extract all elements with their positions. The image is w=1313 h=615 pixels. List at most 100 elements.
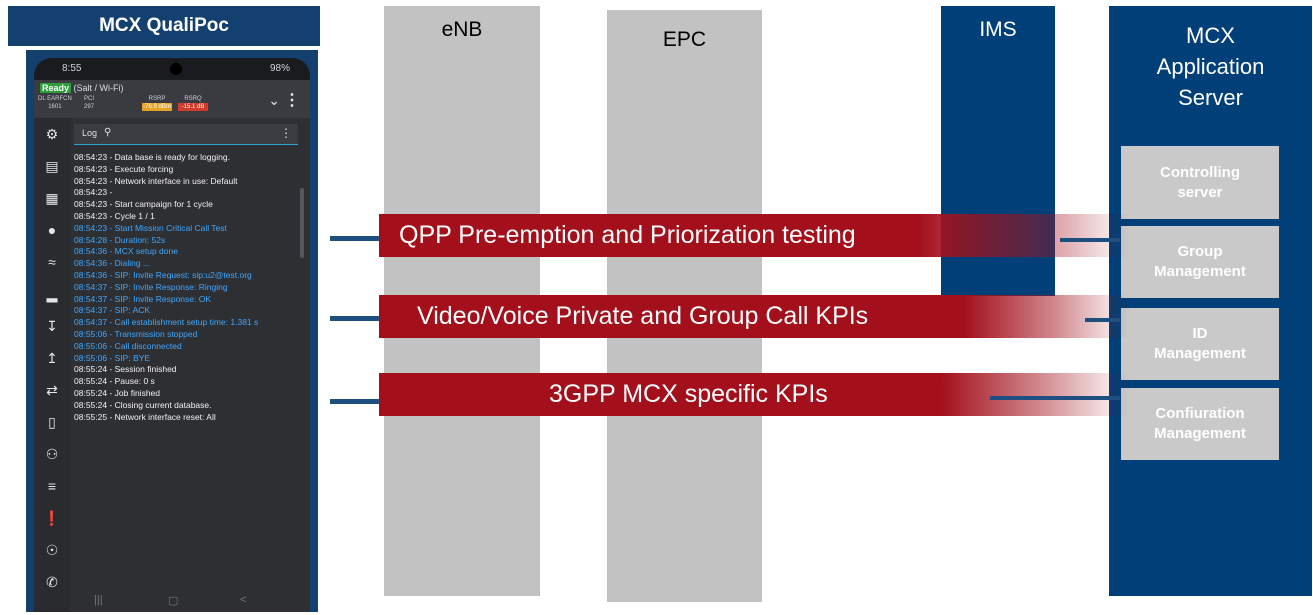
chevron-down-icon[interactable]: ⌄ bbox=[268, 92, 280, 108]
signal-wave-icon[interactable]: ≈ bbox=[48, 254, 56, 270]
log-line: 08:54:37 - SIP: Invite Response: OK bbox=[74, 293, 212, 304]
measurement-pci: PCI 297 bbox=[84, 95, 94, 111]
connector-line bbox=[1085, 318, 1120, 322]
home-icon[interactable]: ▢ bbox=[168, 595, 179, 607]
battery-level: 98% bbox=[269, 63, 290, 74]
server-label-line: Confiuration bbox=[1155, 405, 1245, 422]
log-line: 08:55:24 - Job finished bbox=[74, 387, 161, 398]
log-line: 08:54:23 - Start campaign for 1 cycle bbox=[74, 199, 213, 210]
phone-statusbar: 8:55 98% bbox=[34, 58, 310, 80]
connection-status: Ready (Salt / Wi-Fi) bbox=[40, 83, 124, 93]
camera-icon bbox=[170, 63, 182, 75]
server-label-line: Group bbox=[1177, 243, 1223, 260]
log-line: 08:55:06 - Transmission stopped bbox=[74, 328, 198, 339]
log-line: 08:54:36 - SIP: Invite Request: sip:u2@t… bbox=[74, 269, 252, 280]
phone-device-icon[interactable]: ▯ bbox=[48, 414, 56, 430]
ims-label: IMS bbox=[979, 18, 1017, 41]
log-tab-label[interactable]: Log bbox=[82, 128, 98, 138]
upload-icon[interactable]: ↥ bbox=[46, 350, 58, 366]
mcx-as-label-line: Application bbox=[1156, 54, 1265, 79]
enb-label: eNB bbox=[441, 18, 483, 41]
more-vert-icon[interactable]: ⋮ bbox=[284, 92, 300, 109]
log-line: 08:54:23 - Cycle 1 / 1 bbox=[74, 210, 155, 221]
connector-line bbox=[330, 316, 380, 321]
log-line: 08:54:37 - Call establishment setup time… bbox=[74, 317, 259, 328]
log-icon[interactable]: ▤ bbox=[45, 158, 59, 174]
log-line: 08:55:24 - Pause: 0 s bbox=[74, 376, 155, 387]
connector-line bbox=[990, 396, 1120, 400]
log-line: 08:54:23 - bbox=[74, 187, 113, 198]
download-icon[interactable]: ↧ bbox=[46, 318, 58, 334]
epc-label: EPC bbox=[662, 28, 707, 51]
phone-time: 8:55 bbox=[62, 63, 82, 74]
meas-label: DL EARFCN bbox=[38, 96, 72, 102]
signal-bars-icon[interactable]: ▂ bbox=[46, 286, 58, 302]
scrollbar[interactable] bbox=[300, 188, 304, 258]
log-line: 08:54:37 - SIP: ACK bbox=[74, 305, 151, 316]
android-navbar: ||| ▢ < bbox=[70, 590, 310, 612]
connector-line bbox=[1060, 238, 1120, 242]
recent-apps-icon[interactable]: ||| bbox=[94, 594, 103, 606]
location-pin-icon[interactable]: ● bbox=[47, 222, 57, 238]
measurement-rsrp: RSRP-76.9 dBm bbox=[142, 95, 172, 111]
measurement-rsrq: RSRQ-15.1 dB bbox=[178, 95, 208, 111]
server-label-line: server bbox=[1177, 183, 1223, 201]
mcx-as-label-line: MCX bbox=[1186, 23, 1235, 48]
mcx-as-label: MCX Application Server bbox=[1109, 20, 1312, 113]
server-label-line: Management bbox=[1154, 263, 1246, 280]
server-label-line: ID bbox=[1192, 325, 1208, 342]
log-line: 08:55:06 - SIP: BYE bbox=[74, 352, 151, 363]
banner-mcx-kpis: 3GPP MCX specific KPIs bbox=[379, 373, 1129, 416]
meas-value: -15.1 dB bbox=[178, 103, 208, 111]
app-sidebar: ⚙ ▤ ▦ ● ≈ ▂ ↧ ↥ ⇄ ▯ ⚇ ≡ ❗ ☉ ✆ bbox=[34, 118, 70, 612]
phone-screenshot: 8:55 98% Ready (Salt / Wi-Fi) DL EARFCN 1… bbox=[34, 58, 310, 612]
log-line: 08:55:24 - Session finished bbox=[74, 364, 177, 375]
table-icon[interactable]: ▦ bbox=[45, 190, 59, 206]
meas-value: 1601 bbox=[48, 104, 62, 110]
log-line: 08:55:06 - Call disconnected bbox=[74, 340, 182, 351]
call-icon[interactable]: ✆ bbox=[46, 574, 58, 590]
log-output: 08:54:23 - Data base is ready for loggin… bbox=[74, 152, 300, 423]
log-line: 08:54:28 - Duration: 52s bbox=[74, 234, 166, 245]
server-label-line: Controlling bbox=[1160, 163, 1240, 181]
ready-badge: Ready bbox=[40, 83, 72, 93]
mcx-application-server-column: MCX Application Server Controlling server… bbox=[1109, 6, 1312, 596]
menu-icon[interactable]: ≡ bbox=[47, 478, 57, 494]
log-line: 08:54:36 - MCX setup done bbox=[74, 246, 178, 257]
more-vert-icon[interactable]: ⋮ bbox=[280, 126, 292, 140]
alert-icon[interactable]: ❗ bbox=[43, 510, 61, 526]
back-icon[interactable]: < bbox=[240, 594, 247, 606]
connector-line bbox=[330, 399, 380, 404]
controlling-server-box: Controlling server bbox=[1121, 146, 1279, 219]
gear-icon[interactable]: ⚙ bbox=[45, 126, 59, 142]
log-line: 08:55:24 - Closing current database. bbox=[74, 399, 212, 410]
log-line: 08:54:23 - Network interface in use: Def… bbox=[74, 175, 238, 186]
network-name: (Salt / Wi-Fi) bbox=[73, 83, 124, 93]
id-management-box: ID Management bbox=[1121, 308, 1279, 380]
globe-icon[interactable]: ☉ bbox=[45, 542, 59, 558]
meas-value: 297 bbox=[84, 104, 95, 110]
log-line: 08:55:25 - Network interface reset: All bbox=[74, 411, 216, 422]
meas-label: PCI bbox=[84, 96, 95, 102]
measurement-earfcn: DL EARFCN 1601 bbox=[38, 95, 72, 111]
log-line: 08:54:36 - Dialing ... bbox=[74, 258, 151, 269]
mcx-as-label-line: Server bbox=[1178, 85, 1243, 110]
log-line: 08:54:23 - Execute forcing bbox=[74, 163, 174, 174]
meas-label: RSRQ bbox=[184, 96, 202, 102]
banner-text: Video/Voice Private and Group Call KPIs bbox=[417, 302, 869, 330]
log-toolbar: Log ⚲ ⋮ bbox=[74, 124, 298, 145]
antenna-icon[interactable]: ⚇ bbox=[45, 446, 59, 462]
server-label-line: Management bbox=[1154, 345, 1246, 362]
server-label-line: Management bbox=[1154, 425, 1246, 442]
search-icon[interactable]: ⚲ bbox=[104, 127, 112, 138]
handover-icon[interactable]: ⇄ bbox=[46, 382, 58, 398]
banner-qpp-preemption: QPP Pre-emption and Priorization testing bbox=[379, 214, 1129, 257]
log-line: 08:54:37 - SIP: Invite Response: Ringing bbox=[74, 281, 228, 292]
device-title: MCX QualiPoc bbox=[8, 6, 320, 46]
log-line: 08:54:23 - Start Mission Critical Call T… bbox=[74, 222, 227, 233]
connector-line bbox=[330, 236, 380, 241]
banner-call-kpis: Video/Voice Private and Group Call KPIs bbox=[379, 295, 1129, 338]
app-status-row: Ready (Salt / Wi-Fi) DL EARFCN 1601 PCI 29… bbox=[34, 80, 310, 118]
